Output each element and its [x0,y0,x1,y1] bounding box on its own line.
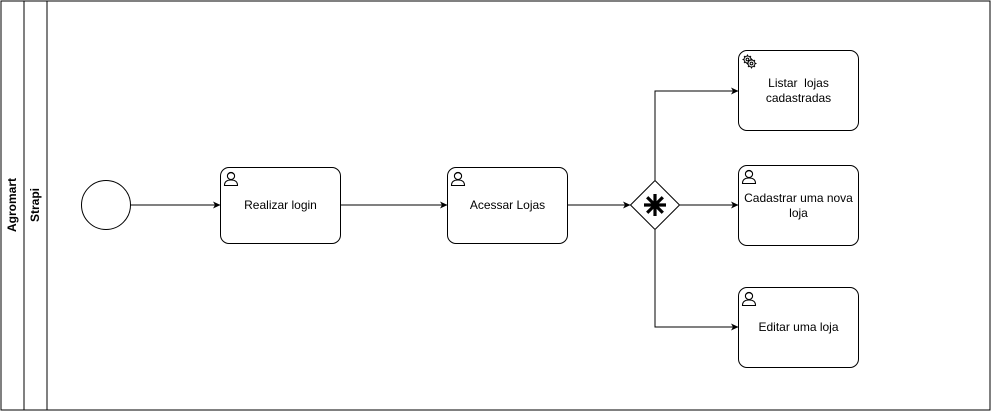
asterisk-icon [644,194,666,216]
user-icon [223,171,239,186]
complex-gateway[interactable] [630,180,680,230]
start-event[interactable] [81,180,131,230]
lane-label: Strapi [28,188,42,223]
user-icon [450,171,466,186]
task-realizar-login[interactable]: Realizar login [220,167,341,244]
user-icon [741,169,757,184]
gear-icon [742,54,757,69]
task-label: Listar lojas cadastradas [765,75,833,105]
user-icon [741,291,757,306]
task-cadastrar-loja[interactable]: Cadastrar uma nova loja [738,165,859,246]
task-label: Acessar Lojas [469,198,546,212]
task-editar-loja[interactable]: Editar uma loja [738,287,859,368]
task-acessar-lojas[interactable]: Acessar Lojas [447,167,568,244]
flow-gateway-to-listar [654,87,739,180]
task-label: Realizar login [244,198,317,212]
pool-label: Agromart [5,178,19,233]
flow-gateway-to-editar [654,230,739,331]
task-listar-lojas[interactable]: Listar lojas cadastradas [738,50,859,131]
task-label: Editar uma loja [758,320,839,334]
task-label: Cadastrar uma nova loja [744,190,853,220]
